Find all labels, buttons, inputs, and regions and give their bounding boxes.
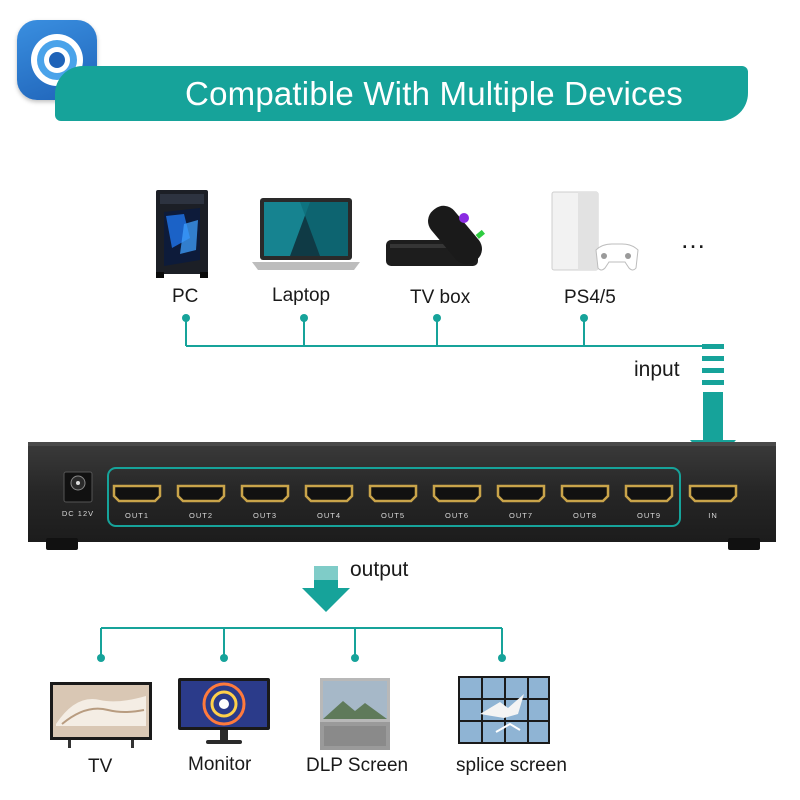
port-label-out3: OUT3 <box>253 511 277 520</box>
more-devices-indicator: … <box>680 224 709 254</box>
port-label-out4: OUT4 <box>317 511 341 520</box>
input-label-laptop: Laptop <box>272 285 331 306</box>
laptop-icon <box>252 198 360 270</box>
port-label-in: IN <box>708 511 718 520</box>
port-label-out1: OUT1 <box>125 511 149 520</box>
tv-icon <box>50 682 152 748</box>
input-label-tv-box: TV box <box>410 287 471 308</box>
hdmi-splitter: DC 12V OUT1 OUT2 OUT3 OUT4 OUT5 OUT6 OUT… <box>28 442 776 550</box>
game-console-icon <box>551 191 639 271</box>
video-wall-icon <box>458 676 550 744</box>
port-label-out8: OUT8 <box>573 511 597 520</box>
port-label-out2: OUT2 <box>189 511 213 520</box>
output-label-tv: TV <box>88 756 113 777</box>
port-label-out5: OUT5 <box>381 511 405 520</box>
port-label-out9: OUT9 <box>637 511 661 520</box>
output-label-splice-screen: splice screen <box>456 755 567 776</box>
input-label-pc: PC <box>172 286 199 307</box>
output-label-monitor: Monitor <box>188 754 252 775</box>
dlp-screen-icon <box>320 678 390 750</box>
port-label-out6: OUT6 <box>445 511 469 520</box>
input-arrow-label: input <box>634 358 680 381</box>
tv-box-icon <box>386 205 485 266</box>
input-label-ps: PS4/5 <box>564 287 616 308</box>
output-label-dlp-screen: DLP Screen <box>306 755 409 776</box>
output-arrow-label: output <box>350 558 409 581</box>
monitor-icon <box>178 678 270 744</box>
page-title: Compatible With Multiple Devices <box>185 75 683 112</box>
power-port-label: DC 12V <box>62 509 94 518</box>
hdmi-ports <box>112 484 738 503</box>
pc-tower-icon <box>156 190 208 278</box>
title-banner: Compatible With Multiple Devices <box>55 66 748 121</box>
port-label-out7: OUT7 <box>509 511 533 520</box>
brand-logo-icon <box>17 20 97 100</box>
